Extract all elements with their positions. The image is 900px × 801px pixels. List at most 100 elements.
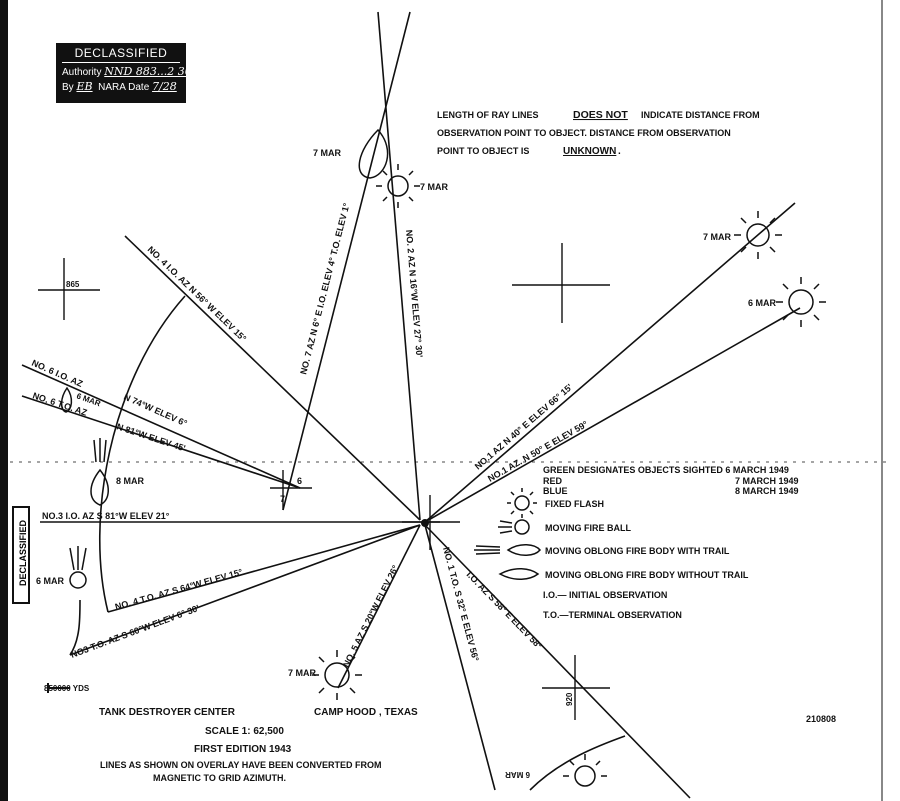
stamp-authority-label: Authority <box>62 67 102 78</box>
scale-bar <box>47 683 70 693</box>
legend-moving-fire-ball-icon <box>498 519 530 535</box>
stamp-nara-label: NARA Date <box>98 82 150 93</box>
footer-note-line-2: MAGNETIC TO GRID AZIMUTH. <box>153 773 286 783</box>
ray-label-no4-io: NO. 4 I.O. AZ N 56° W ELEV 15° <box>146 244 249 344</box>
oblong-fire-body-trail-8mar <box>90 438 109 506</box>
fixed-flash-top <box>376 164 420 208</box>
footer-camp-name: CAMP HOOD , TEXAS <box>314 707 418 718</box>
legend-oblong-with-trail: MOVING OBLONG FIRE BODY WITH TRAIL <box>545 546 730 556</box>
ray-label-no6-io-prefix: NO. 6 I.O. AZ <box>30 358 84 389</box>
stamp-authority-value: NND 883...2 3009 <box>104 65 206 78</box>
footer-edition: FIRST EDITION 1943 <box>194 744 292 755</box>
ray-no4-to <box>107 524 421 613</box>
ray-no1-ne40 <box>424 202 796 523</box>
ray-label-no3-io: NO.3 I.O. AZ S 81°W ELEV 21° <box>42 511 170 521</box>
note-line-3-emph: UNKNOWN <box>563 146 616 157</box>
ray-no2 <box>377 11 421 521</box>
ray-label-no2: NO. 2 AZ N 16°W ELEV 27° 30' <box>404 229 424 357</box>
note-line-2: OBSERVATION POINT TO OBJECT. DISTANCE FR… <box>437 128 731 138</box>
declassified-stamp: DECLASSIFIED Authority NND 883...2 3009 … <box>56 43 206 103</box>
scale-bar-label: 850000 YDS <box>44 684 90 693</box>
sighting-symbols <box>60 128 826 787</box>
legend-blue-date: 8 MARCH 1949 <box>735 486 799 496</box>
grid-cross-6-7 <box>270 470 312 510</box>
legend-initial-observation: I.O.— INITIAL OBSERVATION <box>543 590 667 600</box>
ray-label-no7: NO. 7 AZ N 6° E I.O. ELEV 4° T.O. ELEV 1… <box>298 202 351 376</box>
legend-fixed-flash: FIXED FLASH <box>545 499 604 509</box>
stamp-authority-row: Authority NND 883...2 3009 <box>62 65 206 78</box>
grid-label-6: 6 <box>297 476 302 486</box>
stamp-by-label: By <box>62 82 74 93</box>
note-line-1-emph: DOES NOT <box>573 109 628 121</box>
moving-fire-ball-left-6mar <box>69 546 87 589</box>
sighting-label-left-6mar-b: 6 MAR <box>36 576 65 586</box>
legend-oblong-without-trail-icon <box>498 568 540 580</box>
ray-no1-to <box>424 524 496 791</box>
ray-label-no1-io-se: I.O. AZ S 58° E ELEV 58° <box>465 569 545 651</box>
grid-label-865: 865 <box>66 280 80 289</box>
legend-blue-label: BLUE <box>543 486 568 496</box>
legend-fixed-flash-icon <box>507 488 537 518</box>
ray-label-no3-to: NO3 T.O. AZ S 60°W ELEV 6° 30' <box>69 603 200 660</box>
note-line-1-pre: LENGTH OF RAY LINES <box>437 110 539 120</box>
legend-red-label: RED <box>543 476 563 486</box>
grid-label-7: 7 <box>280 494 285 504</box>
ray-label-no6-to: N 81°W ELEV 45' <box>115 421 186 453</box>
arc-no1 <box>529 735 626 791</box>
arc-no4 <box>99 295 186 613</box>
sighting-label-bottom: 7 MAR <box>288 668 317 678</box>
footer-scale: SCALE 1: 62,500 <box>205 726 284 737</box>
fixed-flash-bottom <box>312 650 362 700</box>
grid-cross-865 <box>38 258 100 320</box>
stamp-by-row: By EB NARA Date 7/28 <box>62 80 180 93</box>
fixed-flash-bottom-right <box>563 754 607 787</box>
ray-no3-to <box>69 524 421 656</box>
sighting-label-left-8mar: 8 MAR <box>116 476 145 486</box>
fixed-flash-right <box>776 277 826 327</box>
footer-note-line-1: LINES AS SHOWN ON OVERLAY HAVE BEEN CONV… <box>100 760 382 770</box>
legend-oblong-without-trail: MOVING OBLONG FIRE BODY WITHOUT TRAIL <box>545 570 749 580</box>
side-declassified-stamp: DECLASSIFIED <box>12 506 30 604</box>
sighting-label-upper-right: 7 MAR <box>703 232 732 242</box>
observation-point <box>421 519 429 527</box>
sighting-label-top: 7 MAR <box>313 148 342 158</box>
note-line-3-post: . <box>618 146 621 157</box>
legend-terminal-observation: T.O.—TERMINAL OBSERVATION <box>543 610 682 620</box>
grid-crosses <box>38 243 610 720</box>
footer-center-name: TANK DESTROYER CENTER <box>99 707 236 718</box>
ray-no7 <box>282 11 411 511</box>
grid-label-920: 920 <box>565 692 574 706</box>
note-line-3-pre: POINT TO OBJECT IS <box>437 146 529 156</box>
grid-cross-920 <box>542 655 610 720</box>
scan-margin-strip <box>0 0 8 801</box>
ray-label-no6-io: N 74°W ELEV 6° <box>122 392 189 429</box>
legend-moving-fire-ball: MOVING FIRE BALL <box>545 523 631 533</box>
sighting-label-bottom-right: 6 MAR <box>505 770 530 779</box>
note-line-1-post: INDICATE DISTANCE FROM <box>641 110 760 120</box>
oblong-fire-body-top <box>358 128 389 179</box>
stamp-by-value: EB <box>76 80 93 93</box>
stamp-nara-value: 7/28 <box>152 80 177 93</box>
ray-label-no1-to: NO. 1 T.O. S 32° E ELEV 56° <box>441 546 481 663</box>
grid-cross-observation <box>402 495 460 550</box>
sighting-label-top-flash: 7 MAR <box>420 182 449 192</box>
fixed-flash-upper-right <box>734 211 782 259</box>
stamp-title: DECLASSIFIED <box>62 46 180 63</box>
oblong-fire-body-left-6mar <box>60 386 73 413</box>
ray-label-no4-to: NO. 4 T.O. AZ S 64°W ELEV 15° <box>114 567 244 612</box>
arc-no3 <box>69 599 81 656</box>
grid-cross-center <box>512 243 610 323</box>
legend-green: GREEN DESIGNATES OBJECTS SIGHTED 6 MARCH… <box>543 465 789 475</box>
ray-no1-ne50 <box>424 307 801 523</box>
ray-no4-io <box>124 235 421 521</box>
ray-label-no5: NO. 5 AZ S 20°W ELEV 26° <box>341 563 401 669</box>
map-number: 210808 <box>806 714 836 724</box>
ray-no6-io <box>21 364 301 489</box>
sighting-label-right: 6 MAR <box>748 298 777 308</box>
arcs <box>69 295 626 791</box>
legend-oblong-with-trail-icon <box>474 544 541 556</box>
legend-red-date: 7 MARCH 1949 <box>735 476 799 486</box>
legend-symbols <box>474 488 541 580</box>
ray-no1-io-se <box>424 524 691 799</box>
